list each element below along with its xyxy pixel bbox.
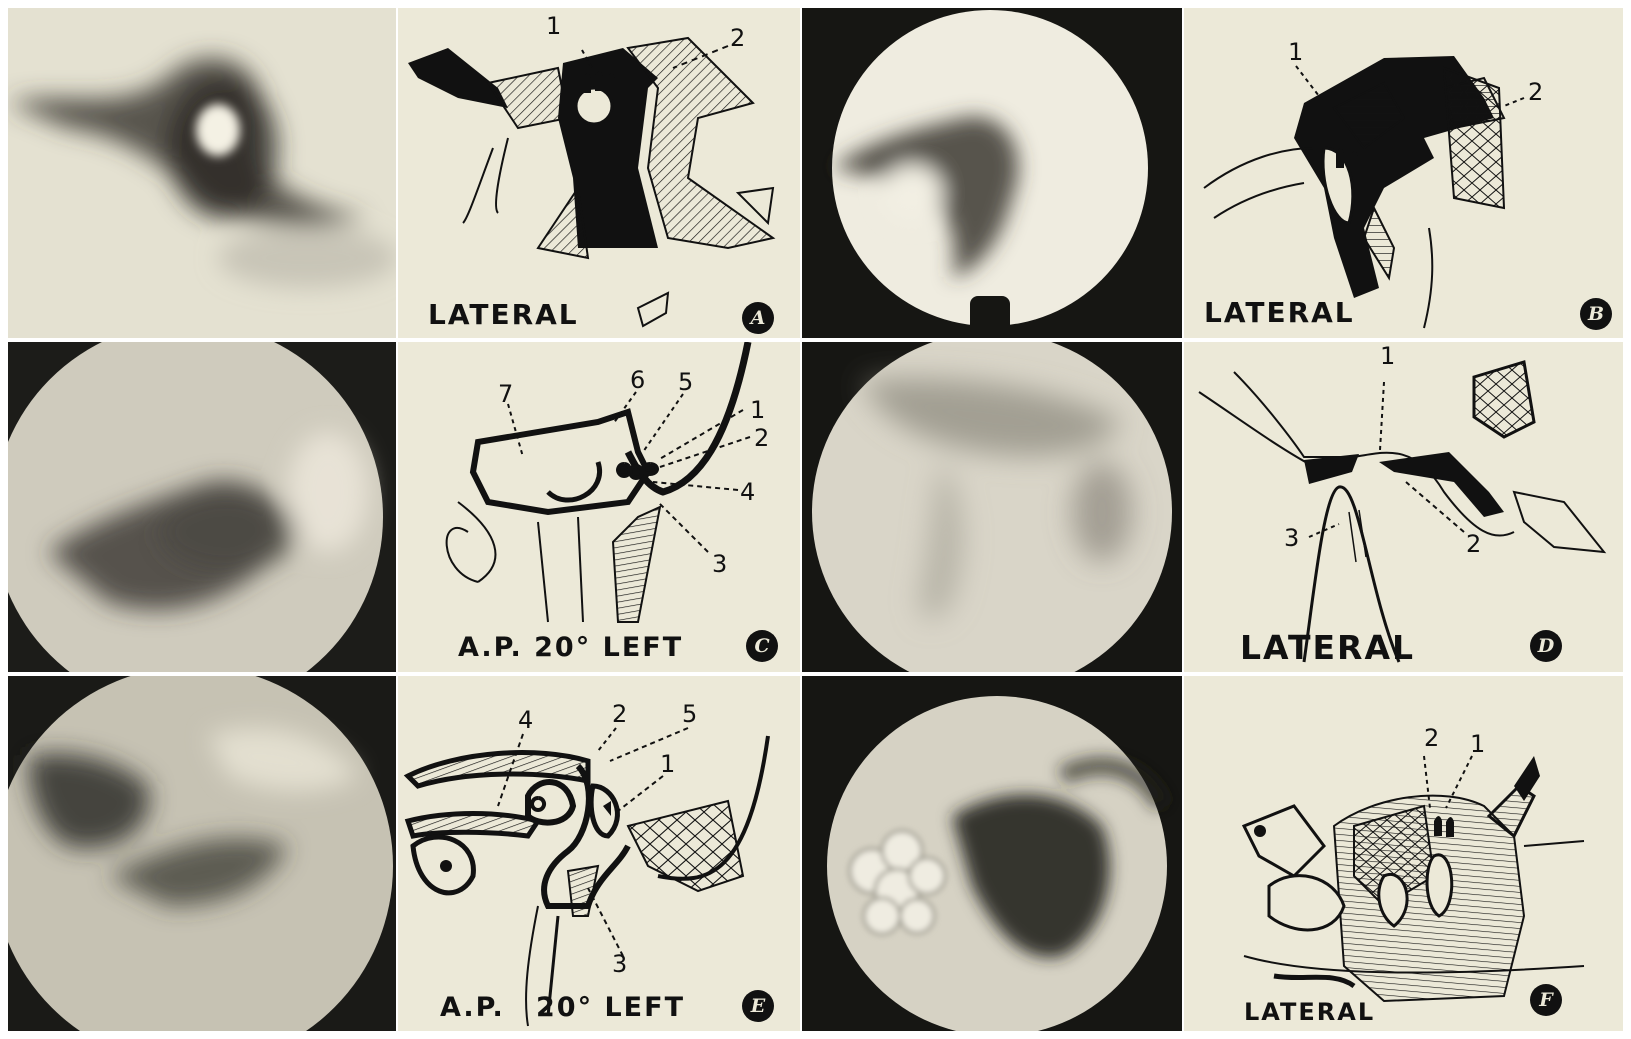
label-2: 2 <box>730 26 745 50</box>
label-6: 6 <box>630 368 645 392</box>
view-label: LATERAL <box>428 298 579 331</box>
view-label-left: A.P. <box>440 992 505 1023</box>
label-2: 2 <box>1466 532 1481 556</box>
panel-letter-e: E <box>742 990 774 1022</box>
view-label: A.P. 20° LEFT <box>458 632 683 663</box>
view-label: LATERAL <box>1240 628 1415 667</box>
radiograph-e <box>8 676 396 1031</box>
panel-letter-c: C <box>746 630 778 662</box>
radiograph-b <box>802 8 1182 338</box>
panel-letter-a: A <box>742 302 774 334</box>
drawing-f: 1 2 LATERAL F <box>1184 676 1623 1031</box>
label-3: 3 <box>612 952 627 976</box>
radiograph-d <box>802 342 1182 672</box>
label-1: 1 <box>1288 40 1303 64</box>
radiograph-a <box>8 8 396 338</box>
label-3: 3 <box>712 552 727 576</box>
label-4: 4 <box>518 708 533 732</box>
view-label-right: 20° LEFT <box>536 992 685 1023</box>
label-2: 2 <box>1528 80 1543 104</box>
label-2: 2 <box>754 426 769 450</box>
label-1: 1 <box>546 14 561 38</box>
view-label: LATERAL <box>1204 296 1355 329</box>
drawing-a: 1 2 LATERAL A <box>398 8 800 338</box>
label-2: 2 <box>1424 726 1439 750</box>
label-3: 3 <box>1284 526 1299 550</box>
radiograph-c <box>8 342 396 672</box>
radiograph-f <box>802 676 1182 1031</box>
label-4: 4 <box>740 480 755 504</box>
drawing-b: 1 2 LATERAL B <box>1184 8 1623 338</box>
label-7: 7 <box>498 382 513 406</box>
drawing-c: 1 2 3 4 5 6 7 A.P. 20° LEFT C <box>398 342 800 672</box>
label-5: 5 <box>678 370 693 394</box>
panel-letter-f: F <box>1530 984 1562 1016</box>
panel-letter-d: D <box>1530 630 1562 662</box>
label-5: 5 <box>682 702 697 726</box>
drawing-e: 1 2 3 4 5 A.P. 20° LEFT E <box>398 676 800 1031</box>
view-label: LATERAL <box>1244 998 1375 1026</box>
label-1: 1 <box>1380 344 1395 368</box>
label-1: 1 <box>1470 732 1485 756</box>
label-1: 1 <box>750 398 765 422</box>
label-1: 1 <box>660 752 675 776</box>
label-2: 2 <box>612 702 627 726</box>
panel-letter-b: B <box>1580 298 1612 330</box>
drawing-d: 1 2 3 LATERAL D <box>1184 342 1623 672</box>
